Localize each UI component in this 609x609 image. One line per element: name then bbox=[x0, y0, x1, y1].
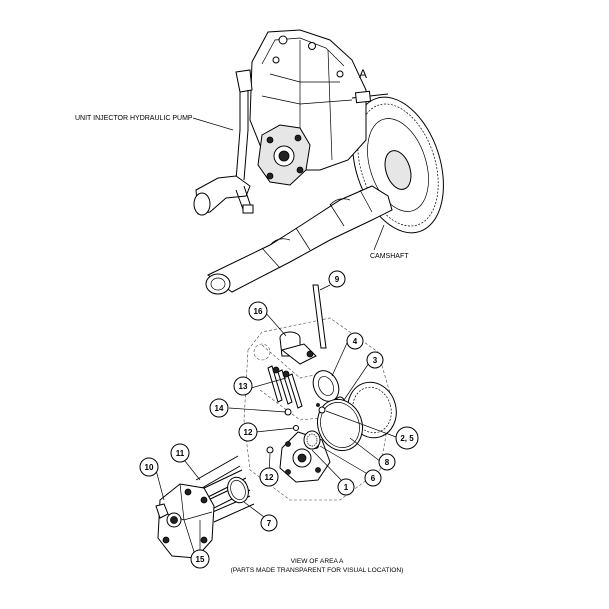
unit-injector-hydraulic-pump bbox=[193, 29, 389, 216]
svg-text:12: 12 bbox=[244, 428, 253, 437]
svg-text:3: 3 bbox=[373, 356, 378, 365]
camshaft-leader-line bbox=[373, 224, 385, 251]
callout-3: 3 bbox=[366, 351, 384, 369]
bolt-9 bbox=[312, 284, 327, 349]
callouts: 9 16 4 3 13 14 12 2, 5 8 11 10 12 6 1 7 … bbox=[139, 270, 419, 569]
callout-1: 1 bbox=[337, 478, 355, 496]
svg-text:13: 13 bbox=[239, 382, 248, 391]
callout-12-upper: 12 bbox=[238, 422, 258, 442]
pump-leader-line bbox=[192, 117, 234, 131]
pump-head-10 bbox=[155, 483, 215, 559]
callout-10: 10 bbox=[139, 457, 159, 477]
svg-text:14: 14 bbox=[215, 404, 224, 413]
callout-15: 15 bbox=[190, 549, 210, 569]
callout-6: 6 bbox=[364, 469, 382, 487]
transparent-pump-outline bbox=[243, 317, 393, 501]
svg-text:6: 6 bbox=[371, 474, 376, 483]
callout-8: 8 bbox=[378, 453, 396, 471]
svg-text:9: 9 bbox=[335, 275, 340, 284]
plug-12a bbox=[293, 425, 299, 431]
callout-13: 13 bbox=[233, 376, 253, 396]
svg-text:10: 10 bbox=[145, 463, 154, 472]
o-ring-7 bbox=[227, 476, 249, 504]
unit-injector-pump-label: UNIT INJECTOR HYDRAULIC PUMP bbox=[75, 115, 193, 122]
upper-assembly: UNIT INJECTOR HYDRAULIC PUMP CAMSHAFT A bbox=[75, 29, 444, 295]
plug-12b bbox=[266, 446, 274, 454]
svg-text:4: 4 bbox=[353, 337, 358, 346]
callout-4: 4 bbox=[346, 332, 364, 350]
svg-text:2, 5: 2, 5 bbox=[400, 434, 414, 443]
callout-11: 11 bbox=[170, 443, 190, 463]
svg-text:7: 7 bbox=[267, 519, 272, 528]
svg-text:8: 8 bbox=[385, 458, 390, 467]
svg-text:11: 11 bbox=[176, 449, 185, 458]
svg-text:15: 15 bbox=[196, 555, 205, 564]
callout-7: 7 bbox=[260, 514, 278, 532]
svg-text:1: 1 bbox=[344, 483, 349, 492]
svg-text:16: 16 bbox=[254, 307, 263, 316]
view-letter-a: A bbox=[359, 67, 367, 81]
sensor-16 bbox=[279, 331, 317, 365]
camshaft bbox=[205, 185, 393, 295]
exploded-view: 9 16 4 3 13 14 12 2, 5 8 11 10 12 6 1 7 … bbox=[139, 270, 419, 569]
callout-14: 14 bbox=[209, 398, 229, 418]
camshaft-label: CAMSHAFT bbox=[370, 253, 409, 260]
washer-2-5 bbox=[318, 406, 326, 414]
caption-view-title: VIEW OF AREA A bbox=[291, 558, 344, 565]
svg-text:12: 12 bbox=[265, 473, 274, 482]
caption-note: (PARTS MADE TRANSPARENT FOR VISUAL LOCAT… bbox=[231, 567, 404, 574]
callout-9: 9 bbox=[328, 270, 346, 288]
callout-16: 16 bbox=[248, 301, 268, 321]
callout-2-5: 2, 5 bbox=[395, 426, 419, 450]
bolts-13 bbox=[267, 365, 303, 409]
callout-12-lower: 12 bbox=[259, 467, 279, 487]
drive-gear-1 bbox=[303, 430, 321, 450]
